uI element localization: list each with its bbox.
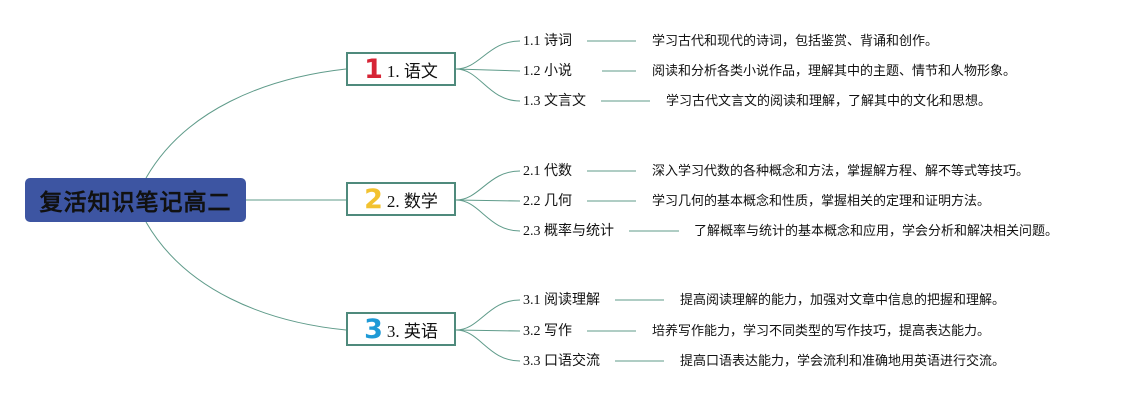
root-node[interactable]: 复活知识笔记高二 xyxy=(25,178,246,222)
branch-label: 2. 数学 xyxy=(386,191,438,211)
subtopic-description: 培养写作能力，学习不同类型的写作技巧，提高表达能力。 xyxy=(652,324,991,339)
subtopic-description: 了解概率与统计的基本概念和应用，学会分析和解决相关问题。 xyxy=(694,224,1059,239)
subtopic-description: 提高阅读理解的能力，加强对文章中信息的把握和理解。 xyxy=(680,293,1006,308)
subtopic-label[interactable]: 1.1 诗词 xyxy=(523,34,572,49)
connector-curve xyxy=(145,68,347,179)
connector-curve xyxy=(455,299,521,331)
connector-curve xyxy=(455,329,521,362)
subtopic-label[interactable]: 2.2 几何 xyxy=(523,194,572,209)
branch-node-english[interactable]: 3 3. 英语 xyxy=(346,312,456,346)
branch-label: 1. 语文 xyxy=(386,61,438,81)
connector-line xyxy=(455,329,521,332)
connector-line xyxy=(455,199,521,202)
connector-curve xyxy=(455,170,521,201)
branch-label: 3. 英语 xyxy=(386,321,438,341)
subtopic-label[interactable]: 3.2 写作 xyxy=(523,324,572,339)
subtopic-label[interactable]: 3.1 阅读理解 xyxy=(523,293,600,308)
number-three-icon: 3 xyxy=(364,313,383,345)
connector-curve xyxy=(455,40,521,70)
subtopic-description: 学习古代和现代的诗词，包括鉴赏、背诵和创作。 xyxy=(652,34,939,49)
subtopic-description: 阅读和分析各类小说作品，理解其中的主题、情节和人物形象。 xyxy=(652,64,1017,79)
subtopic-label[interactable]: 3.3 口语交流 xyxy=(523,354,600,369)
connector-curve xyxy=(455,68,521,102)
number-one-icon: 1 xyxy=(364,53,383,85)
subtopic-description: 提高口语表达能力，学会流利和准确地用英语进行交流。 xyxy=(680,354,1006,369)
subtopic-label[interactable]: 2.3 概率与统计 xyxy=(523,224,614,239)
connector-line xyxy=(455,68,521,72)
branch-node-chinese[interactable]: 1 1. 语文 xyxy=(346,52,456,86)
root-title: 复活知识笔记高二 xyxy=(39,190,232,216)
connector-curve xyxy=(455,199,521,232)
subtopic-label[interactable]: 2.1 代数 xyxy=(523,164,572,179)
connector-curve xyxy=(145,221,347,331)
subtopic-description: 学习几何的基本概念和性质，掌握相关的定理和证明方法。 xyxy=(652,194,991,209)
subtopic-description: 学习古代文言文的阅读和理解，了解其中的文化和思想。 xyxy=(666,94,992,109)
number-two-icon: 2 xyxy=(364,183,383,215)
branch-node-math[interactable]: 2 2. 数学 xyxy=(346,182,456,216)
subtopic-description: 深入学习代数的各种概念和方法，掌握解方程、解不等式等技巧。 xyxy=(652,164,1030,179)
subtopic-label[interactable]: 1.2 小说 xyxy=(523,64,572,79)
subtopic-label[interactable]: 1.3 文言文 xyxy=(523,94,586,109)
